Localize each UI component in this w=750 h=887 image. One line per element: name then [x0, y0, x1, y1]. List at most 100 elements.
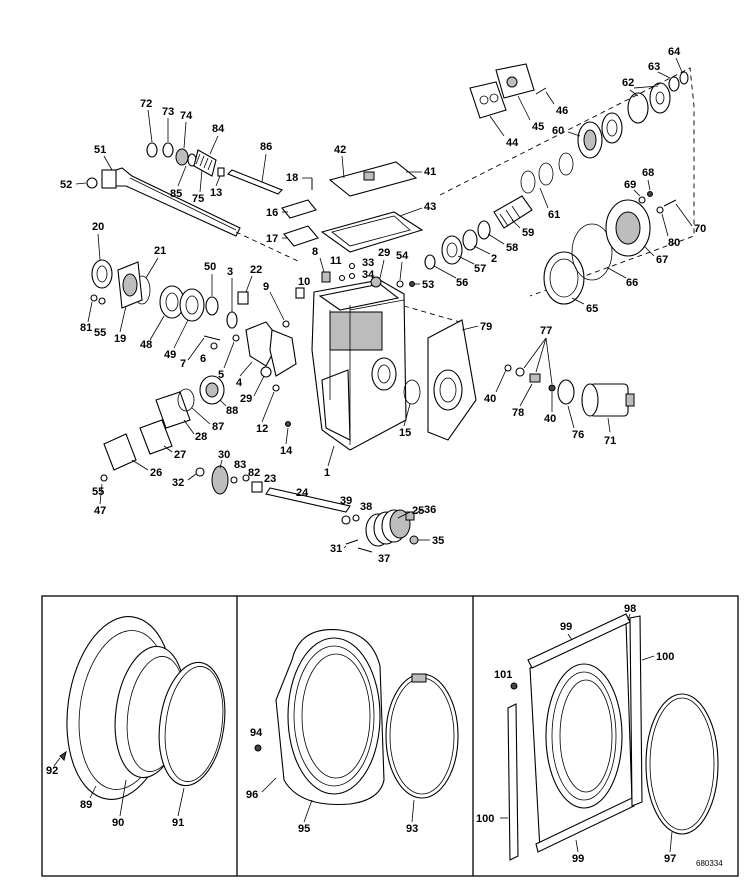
ring-56 — [424, 254, 436, 270]
label-51: 51 — [94, 144, 106, 156]
label-55-top: 55 — [94, 327, 106, 339]
shift-lever — [269, 329, 297, 377]
label-43: 43 — [424, 201, 436, 213]
label-101: 101 — [494, 669, 512, 681]
gear-housing — [311, 279, 407, 451]
label-87: 87 — [212, 421, 224, 433]
label-95: 95 — [298, 823, 310, 835]
label-22: 22 — [250, 264, 262, 276]
label-67: 67 — [656, 254, 668, 266]
figure-reference-number: 680334 — [696, 859, 723, 868]
panel-3-adapter — [507, 613, 719, 861]
label-29-bottom: 29 — [240, 393, 252, 405]
label-1: 1 — [324, 467, 330, 479]
label-47: 47 — [94, 505, 106, 517]
label-41: 41 — [424, 166, 436, 178]
label-28: 28 — [195, 431, 207, 443]
label-96: 96 — [246, 789, 258, 801]
label-57: 57 — [474, 263, 486, 275]
gasket-43 — [320, 211, 424, 253]
ring-64 — [679, 71, 689, 85]
panel-2-housing — [254, 629, 459, 806]
ring-50 — [205, 296, 219, 316]
label-8: 8 — [312, 246, 318, 258]
gasket-27 — [139, 419, 173, 455]
label-80: 80 — [668, 237, 680, 249]
label-93: 93 — [406, 823, 418, 835]
label-91: 91 — [172, 817, 184, 829]
label-54: 54 — [396, 250, 409, 262]
washer-55 — [98, 297, 106, 305]
label-76: 76 — [572, 429, 584, 441]
label-99-bottom: 99 — [572, 853, 584, 865]
label-92: 92 — [46, 765, 58, 777]
label-30: 30 — [218, 449, 230, 461]
panel-3-labels: 98 99 100 101 100 99 97 680334 — [476, 603, 723, 868]
label-26: 26 — [150, 467, 162, 479]
label-79: 79 — [480, 321, 492, 333]
label-20: 20 — [92, 221, 104, 233]
ring-gear-65 — [543, 251, 585, 305]
label-7: 7 — [180, 358, 186, 370]
label-59: 59 — [522, 227, 534, 239]
label-86: 86 — [260, 141, 272, 153]
label-40-right: 40 — [544, 413, 556, 425]
label-11: 11 — [330, 255, 342, 267]
housing-67 — [605, 199, 651, 257]
label-6: 6 — [200, 353, 206, 365]
label-71: 71 — [604, 435, 616, 447]
ring-61b — [538, 162, 554, 186]
label-45: 45 — [532, 121, 544, 133]
label-68: 68 — [642, 167, 654, 179]
label-37: 37 — [378, 553, 390, 565]
pin-9 — [282, 320, 290, 328]
label-46: 46 — [556, 105, 568, 117]
label-100-right: 100 — [656, 651, 674, 663]
plug-52 — [86, 177, 98, 189]
label-65: 65 — [586, 303, 598, 315]
label-97: 97 — [664, 853, 676, 865]
ring-61a — [520, 170, 536, 194]
washer-6 — [210, 342, 218, 350]
label-25: 25 — [412, 505, 424, 517]
label-82: 82 — [248, 467, 260, 479]
label-34: 34 — [362, 269, 375, 281]
label-31: 31 — [330, 543, 342, 555]
label-5: 5 — [218, 369, 224, 381]
ring-73 — [162, 142, 174, 158]
label-24: 24 — [296, 487, 309, 499]
ring-63 — [668, 76, 680, 92]
gear-57 — [441, 235, 463, 265]
label-15: 15 — [399, 427, 411, 439]
spring-25 — [365, 509, 411, 547]
panel-2-labels: 94 96 95 93 — [246, 727, 418, 835]
label-75: 75 — [192, 193, 204, 205]
label-52: 52 — [60, 179, 72, 191]
panel-frame — [41, 595, 739, 877]
label-50: 50 — [204, 261, 216, 273]
bolt-70 — [663, 199, 677, 207]
label-56: 56 — [456, 277, 468, 289]
label-12: 12 — [256, 423, 268, 435]
label-90: 90 — [112, 817, 124, 829]
bolt-46 — [535, 87, 547, 95]
label-84: 84 — [212, 123, 225, 135]
rod-86 — [227, 169, 283, 195]
bushing-23 — [251, 481, 263, 493]
label-49: 49 — [164, 349, 176, 361]
label-21: 21 — [154, 245, 166, 257]
worm-gear-75 — [193, 149, 217, 177]
labels-upper: 1 2 3 4 5 6 7 8 9 10 11 12 13 14 15 16 1… — [60, 46, 706, 565]
label-17: 17 — [266, 233, 278, 245]
oring-15 — [403, 379, 421, 405]
label-69: 69 — [624, 179, 636, 191]
gasket-17 — [283, 225, 319, 247]
label-60: 60 — [552, 125, 564, 137]
label-44: 44 — [506, 137, 519, 149]
label-61: 61 — [548, 209, 560, 221]
label-48: 48 — [140, 339, 152, 351]
shaft-59 — [493, 195, 533, 229]
cover-16 — [281, 199, 317, 219]
label-13: 13 — [210, 187, 222, 199]
